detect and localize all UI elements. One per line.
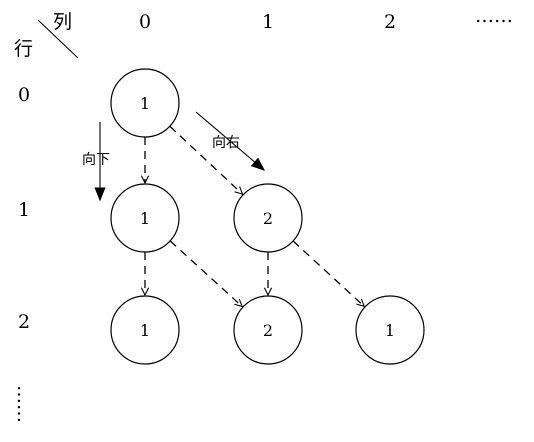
node-value: 1: [140, 321, 150, 340]
column-header-1: 1: [262, 11, 274, 33]
column-axis-label: 列: [53, 11, 72, 33]
node-circle: [110, 295, 180, 365]
header-divider-line: [37, 19, 79, 59]
edges-layer: [145, 125, 364, 307]
row-ellipsis: ……: [13, 385, 35, 423]
node-r1-c0: 1: [110, 183, 180, 253]
node-value: 1: [385, 321, 395, 340]
right-direction-arrow: [195, 111, 266, 171]
right-direction-label: 向右: [212, 135, 240, 151]
node-value: 1: [140, 209, 150, 228]
row-header-0: 0: [18, 84, 30, 106]
node-r1-c1: 2: [233, 183, 303, 253]
node-circle: [110, 183, 180, 253]
node-circle: [110, 68, 180, 138]
node-circle: [233, 183, 303, 253]
edge-right-1: [169, 125, 243, 194]
nodes-layer: 1 1 2 1 2 1: [110, 68, 425, 365]
node-r0-c0: 1: [110, 68, 180, 138]
node-r2-c2: 1: [355, 295, 425, 365]
edge-right-3: [169, 240, 242, 307]
node-r2-c0: 1: [110, 295, 180, 365]
node-value: 2: [263, 321, 273, 340]
column-header-0: 0: [139, 11, 151, 33]
column-header-2: 2: [384, 11, 396, 33]
node-value: 1: [140, 94, 150, 113]
node-circle: [233, 295, 303, 365]
row-axis-label: 行: [14, 38, 33, 60]
column-headers: 0 1 2: [139, 11, 396, 33]
down-direction-label: 向下: [82, 152, 110, 168]
row-header-1: 1: [18, 199, 30, 221]
node-value: 2: [263, 209, 273, 228]
row-header-2: 2: [18, 311, 30, 333]
row-headers: 0 1 2: [18, 84, 30, 333]
column-ellipsis: ……: [475, 5, 513, 27]
edge-right-5: [292, 240, 364, 306]
node-circle: [355, 295, 425, 365]
node-r2-c1: 2: [233, 295, 303, 365]
